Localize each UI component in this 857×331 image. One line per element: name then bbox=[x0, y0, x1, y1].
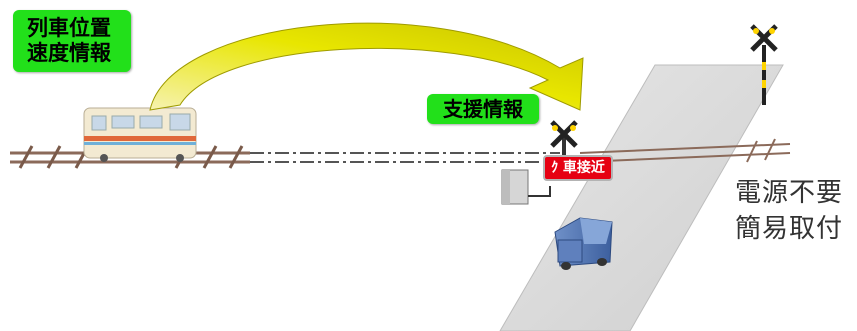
control-box bbox=[501, 169, 551, 205]
car bbox=[554, 217, 613, 270]
train-position-info-callout: 列車位置 速度情報 bbox=[13, 10, 131, 72]
crossing-signal-far bbox=[750, 24, 778, 105]
info-transfer-arrow bbox=[149, 22, 584, 111]
support-info-callout: 支援情報 bbox=[427, 94, 539, 124]
warning-sign-text: ｸ 車接近 bbox=[551, 160, 605, 176]
caption-line1: 電源不要 bbox=[735, 178, 844, 208]
train bbox=[83, 107, 197, 162]
train-info-line1: 列車位置 bbox=[27, 16, 111, 40]
warning-sign: ｸ 車接近 bbox=[543, 155, 613, 181]
support-info-label: 支援情報 bbox=[443, 97, 523, 121]
feature-caption: 電源不要 簡易取付 bbox=[735, 175, 843, 247]
train-info-line2: 速度情報 bbox=[27, 41, 111, 65]
caption-line2: 簡易取付 bbox=[735, 214, 844, 244]
